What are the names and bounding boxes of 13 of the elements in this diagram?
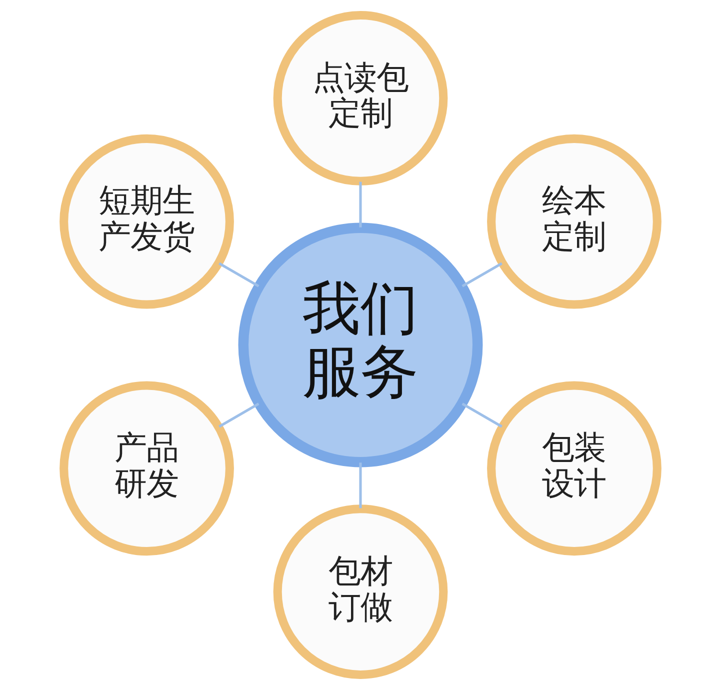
connector <box>461 262 502 288</box>
node-circle: 短期生产发货 <box>59 134 234 309</box>
node-circle: 包装设计 <box>486 381 661 556</box>
node-circle: 我们服务 <box>238 222 482 468</box>
node-circle: 点读包定制 <box>272 11 448 186</box>
connector <box>358 462 362 508</box>
connector <box>218 262 259 288</box>
connector <box>461 402 502 428</box>
node-circle: 产品研发 <box>59 381 234 556</box>
node-circle: 包材订做 <box>272 504 448 679</box>
connector <box>218 402 259 428</box>
connector <box>358 182 362 228</box>
node-circle: 绘本定制 <box>486 134 661 309</box>
